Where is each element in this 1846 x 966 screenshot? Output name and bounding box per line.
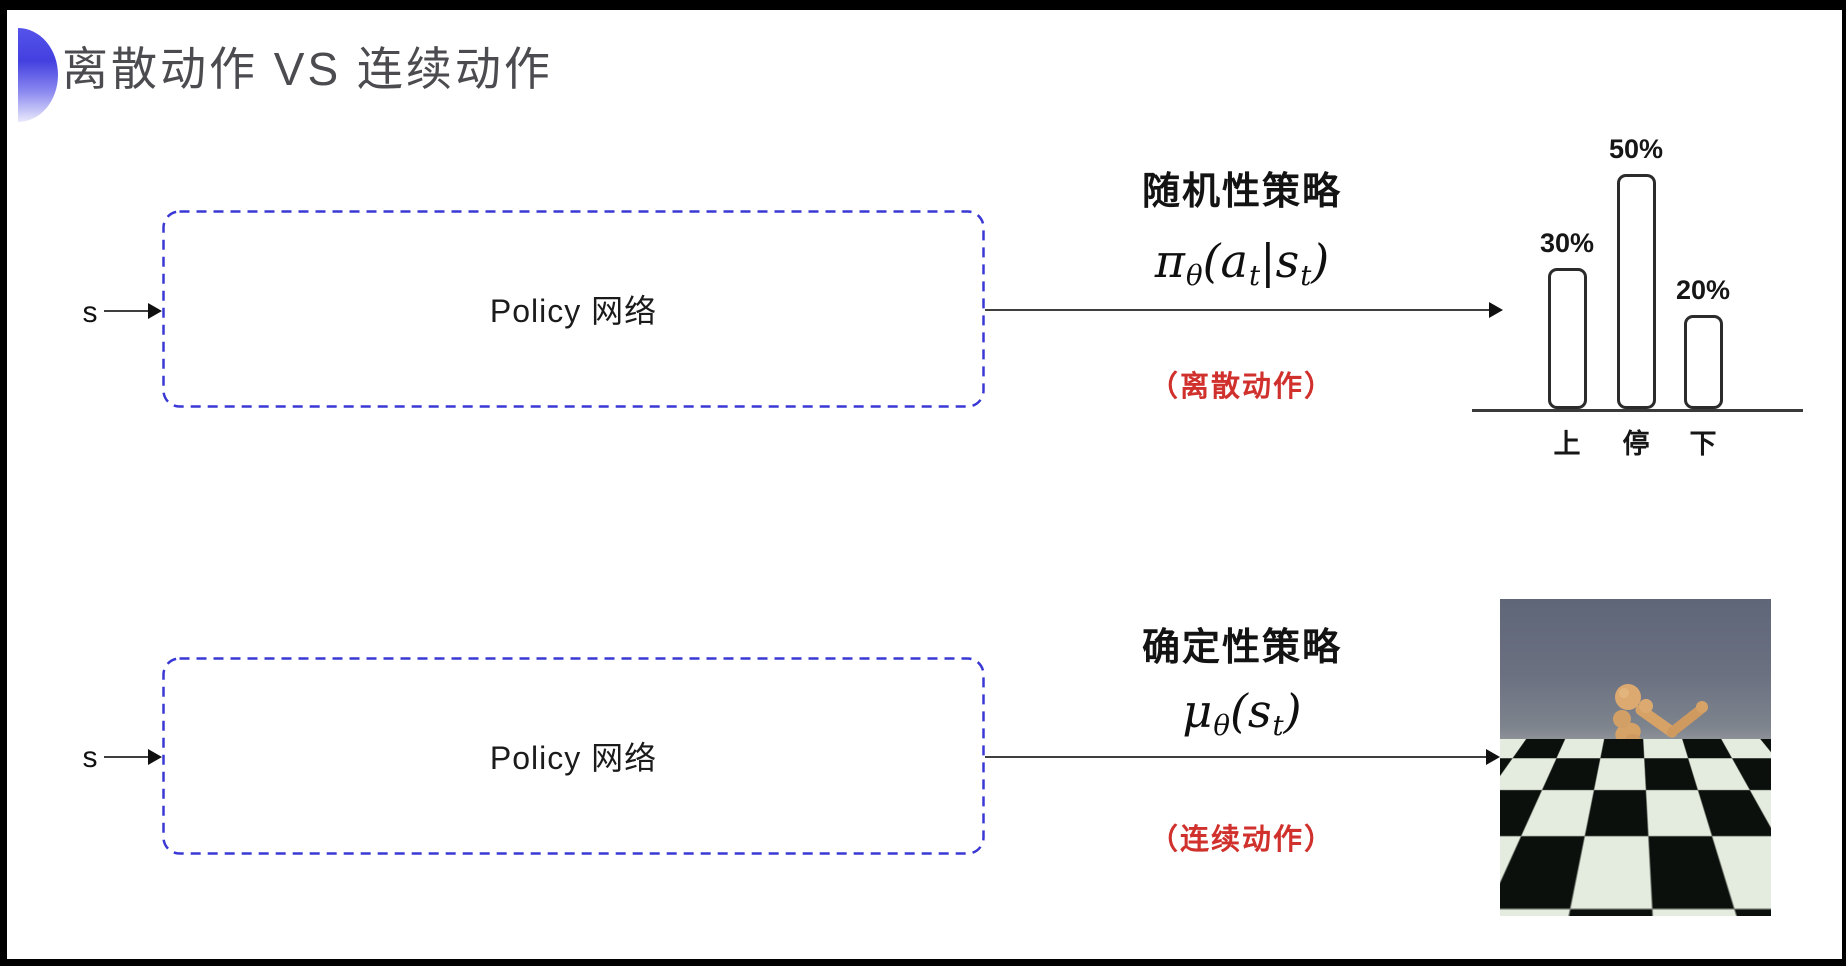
bar-value-label: 20% <box>1675 275 1731 305</box>
humanoid-simulation-image <box>1500 599 1771 916</box>
stochastic-policy-title: 随机性策略 <box>1017 160 1467 215</box>
output-arrow-line-top <box>985 309 1489 311</box>
formula-pi-theta: πθ(at|st) <box>1154 234 1330 292</box>
state-input-label-top: s <box>82 296 98 329</box>
deterministic-policy-title: 确定性策略 <box>1017 616 1467 671</box>
input-arrow-head-bottom <box>148 749 162 765</box>
bar-group: 50% <box>1602 134 1670 409</box>
discrete-action-note-text: （离散动作） <box>1148 371 1335 403</box>
output-arrow-line-bottom <box>985 756 1486 758</box>
deterministic-policy-formula: μθ(st) <box>1017 684 1467 742</box>
category-row: 上停下 <box>1472 422 1803 459</box>
deterministic-policy-title-text: 确定性策略 <box>1141 627 1342 669</box>
formula-mu-theta: μθ(st) <box>1182 684 1302 742</box>
input-arrow-line-bottom <box>104 756 150 758</box>
bar-value-label: 50% <box>1608 134 1664 164</box>
stochastic-policy-formula: πθ(at|st) <box>1017 234 1467 292</box>
policy-network-label-top: Policy 网络 <box>489 293 658 329</box>
bar-下 <box>1683 315 1723 409</box>
bar-停 <box>1616 174 1656 409</box>
bar-group: 30% <box>1533 228 1601 409</box>
title-bullet-decoration-icon <box>18 28 58 122</box>
continuous-action-note: （连续动作） <box>1017 816 1467 858</box>
floor-reflection <box>1525 867 1655 901</box>
dashed-border <box>162 210 985 408</box>
continuous-action-note-text: （连续动作） <box>1148 824 1335 856</box>
page-title: 离散动作 VS 连续动作 <box>62 43 553 95</box>
humanoid-figure <box>1564 684 1708 878</box>
bar-category-label: 下 <box>1689 429 1717 459</box>
chart-baseline <box>1472 409 1803 412</box>
policy-network-box-bottom: Policy 网络 <box>162 657 985 855</box>
discrete-action-note: （离散动作） <box>1017 363 1467 405</box>
dashed-border <box>162 657 985 855</box>
bar-group: 20% <box>1669 275 1737 409</box>
stochastic-policy-title-text: 随机性策略 <box>1141 171 1342 213</box>
input-arrow-head-top <box>148 303 162 319</box>
sky-background <box>1500 599 1771 741</box>
policy-network-label-bottom: Policy 网络 <box>489 740 658 776</box>
bar-category-label: 上 <box>1553 429 1581 459</box>
bar-value-label: 30% <box>1539 228 1595 258</box>
output-arrow-head-bottom <box>1486 749 1500 765</box>
input-arrow-line-top <box>104 310 150 312</box>
slide: 离散动作 VS 连续动作 s Policy 网络 随机性策略 πθ(at|st)… <box>7 10 1842 959</box>
output-arrow-head-top <box>1489 302 1503 318</box>
floor-reflection <box>1595 891 1705 913</box>
action-probability-bar-chart: 30% 50% 20% 上 停 下 <box>1472 100 1803 460</box>
bar-category-label: 停 <box>1622 429 1650 459</box>
state-input-label-bottom: s <box>82 741 98 774</box>
policy-network-box-top: Policy 网络 <box>162 210 985 408</box>
bar-area: 30% 50% 20% <box>1472 100 1803 409</box>
bar-上 <box>1547 268 1587 409</box>
